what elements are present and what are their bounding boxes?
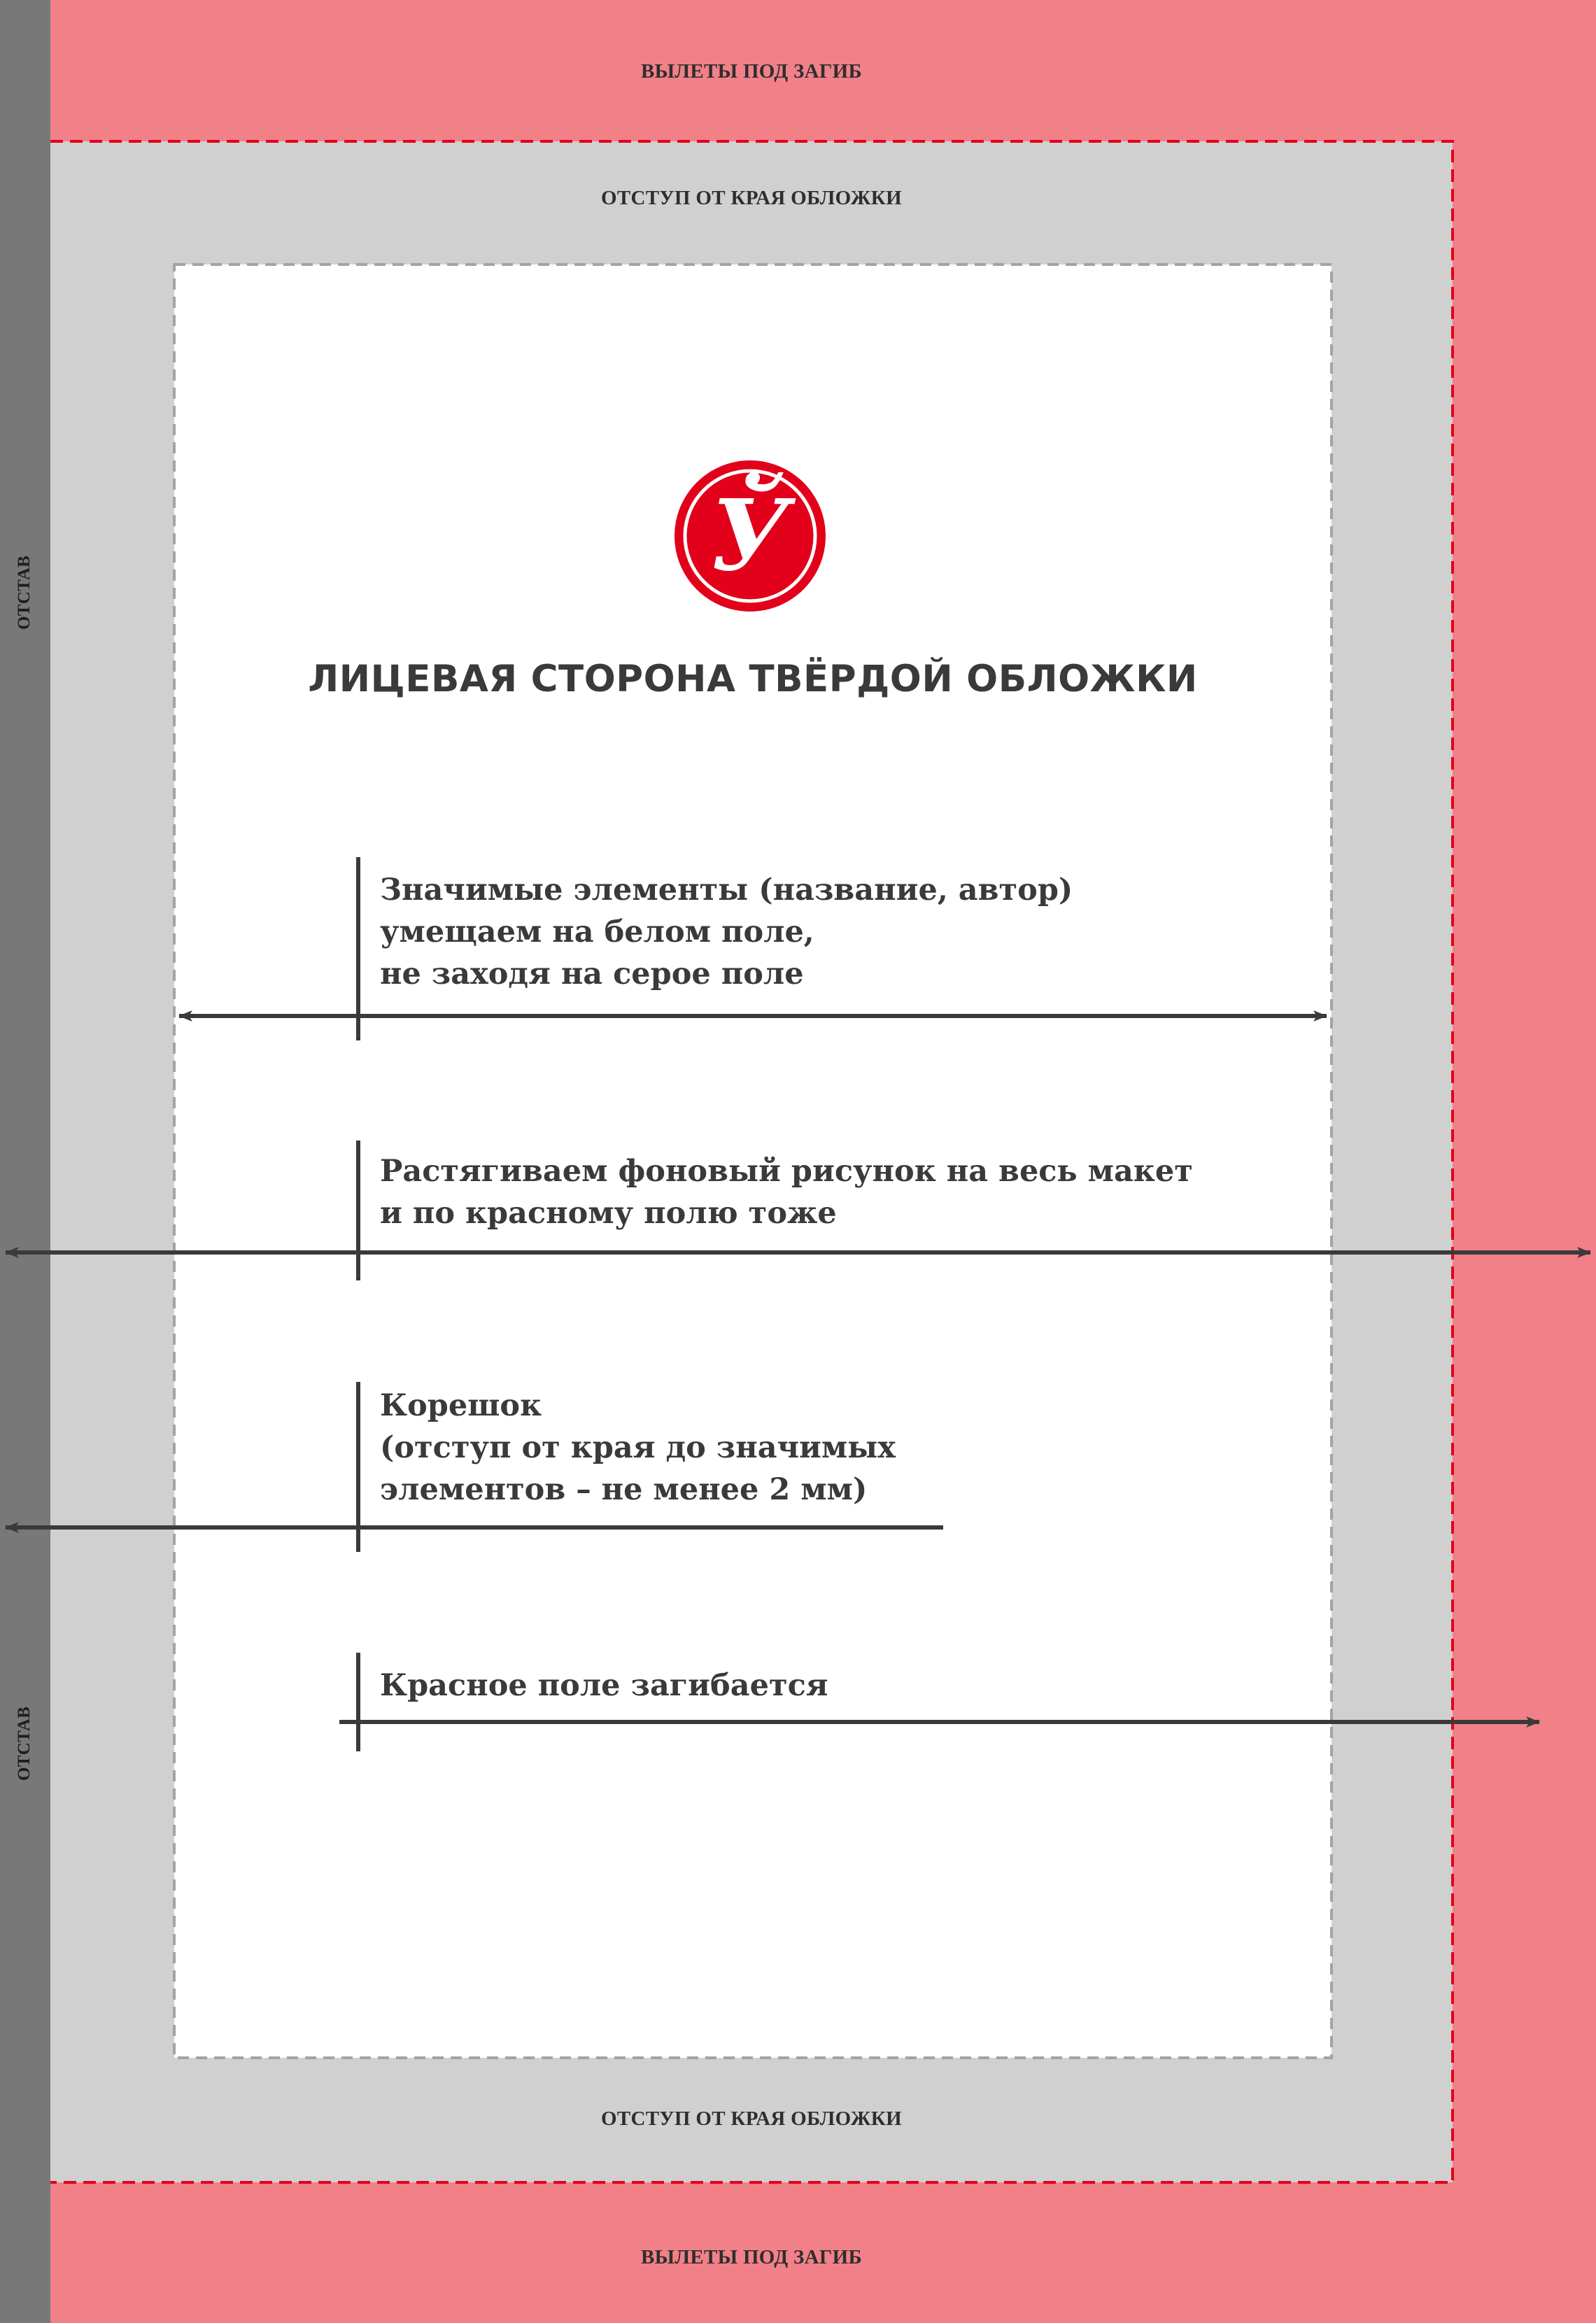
trim-line [50,140,1454,2184]
note-1-line: умещаем на белом поле, [380,915,814,949]
margin-top-label: ОТСТУП ОТ КРАЯ ОБЛОЖКИ [601,187,902,209]
note-2-line: и по красному полю тоже [380,1196,837,1231]
note-3: Корешок (отступ от края до значимых элем… [380,1385,896,1511]
note-2: Растягиваем фоновый рисунок на весь маке… [380,1150,1193,1234]
note-3-line: элементов – не менее 2 мм) [380,1472,868,1507]
note-3-line: (отступ от края до значимых [380,1430,896,1465]
spine-strip [0,0,50,2323]
note-1: Значимые элементы (название, автор) умещ… [380,869,1073,995]
note-1-line: Значимые элементы (название, автор) [380,873,1073,908]
bleed-top-label: ВЫЛЕТЫ ПОД ЗАГИБ [641,60,862,83]
logo-icon [675,460,826,612]
page-title: ЛИЦЕВАЯ СТОРОНА ТВЁРДОЙ ОБЛОЖКИ [308,658,1198,700]
note-3-line: Корешок [380,1388,542,1423]
note-4-line: Красное поле загибается [380,1668,828,1703]
margin-bottom-label: ОТСТУП ОТ КРАЯ ОБЛОЖКИ [601,2107,902,2130]
safe-line [173,263,1333,2059]
note-1-line: не заходя на серое поле [380,956,804,991]
note-4: Красное поле загибается [380,1665,828,1707]
logo-letter: Ў [710,472,796,593]
note-2-line: Растягиваем фоновый рисунок на весь маке… [380,1154,1193,1189]
bleed-bottom-label: ВЫЛЕТЫ ПОД ЗАГИБ [641,2246,862,2268]
